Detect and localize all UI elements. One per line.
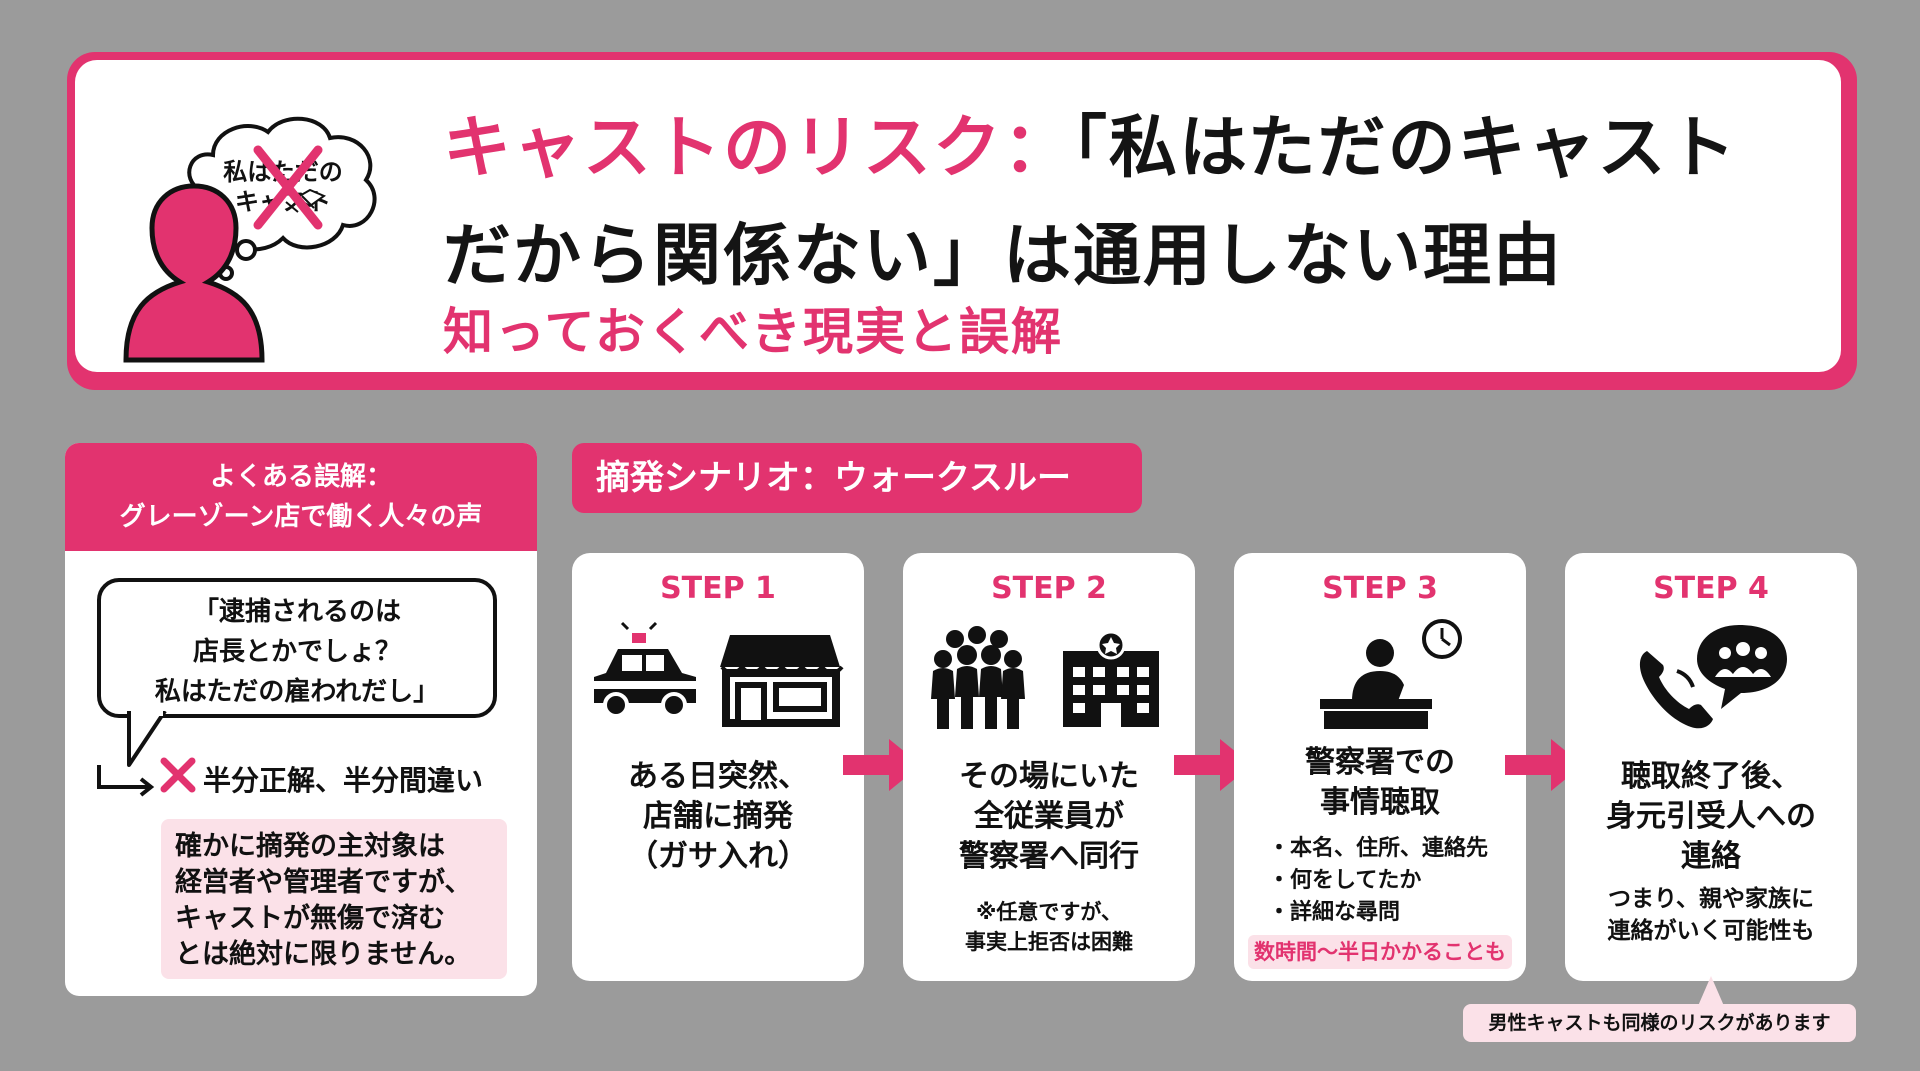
interrogation-desk-icon bbox=[1320, 639, 1432, 729]
explanation-line-2: 経営者や管理者ですが、 bbox=[175, 867, 472, 898]
main-title-line-1: キャストのリスク：「私はただのキャスト bbox=[443, 92, 1738, 191]
step-main-line-1: 警察署での bbox=[1305, 745, 1455, 780]
phone-icon bbox=[1639, 651, 1713, 729]
main-title-line-2: だから関係ない」は通用しない理由 bbox=[443, 217, 1564, 296]
step-note: つまり、親や家族に 連絡がいく可能性も bbox=[1565, 883, 1857, 947]
quote-line-1: 「逮捕されるのは bbox=[192, 597, 401, 627]
step-bullet: 詳細な尋問 bbox=[1268, 897, 1488, 929]
step-bullets: 本名、住所、連絡先 何をしてたか 詳細な尋問 bbox=[1268, 833, 1488, 929]
police-car-icon bbox=[594, 621, 696, 718]
quote-line-2: 店長とかでしょ？ bbox=[192, 637, 401, 667]
step-main-line-1: 聴取終了後、 bbox=[1621, 759, 1801, 794]
step-main-line-3: （ガサ入れ） bbox=[628, 839, 808, 874]
step-main-text: その場にいた 全従業員が 警察署へ同行 bbox=[903, 757, 1195, 877]
header-banner bbox=[67, 52, 1857, 390]
person-thinking-illustration: 私はただの キャスト bbox=[123, 116, 377, 363]
police-station-icon bbox=[1063, 630, 1159, 727]
step-note-line-1: ※任意ですが、 bbox=[976, 900, 1122, 924]
step-main-line-1: ある日突然、 bbox=[628, 759, 808, 794]
footnote: 男性キャストも同様のリスクがあります bbox=[1463, 1004, 1856, 1042]
step-bullet: 本名、住所、連絡先 bbox=[1268, 833, 1488, 865]
step-main-line-3: 警察署へ同行 bbox=[959, 839, 1139, 874]
main-title-accent: キャストのリスク： bbox=[443, 109, 1074, 188]
step-2-icons bbox=[931, 626, 1159, 729]
step-main-text: 聴取終了後、 身元引受人への 連絡 bbox=[1565, 757, 1857, 877]
step-label: STEP 1 bbox=[660, 571, 776, 606]
explanation-line-4: とは絶対に限りません。 bbox=[175, 939, 472, 970]
subtitle: 知っておくべき現実と誤解 bbox=[443, 303, 1063, 361]
cross-mark-icon bbox=[160, 757, 196, 793]
person-silhouette-icon bbox=[123, 183, 265, 363]
main-title-rest: 「私はただのキャスト bbox=[1073, 109, 1738, 188]
step-bullet: 何をしてたか bbox=[1268, 865, 1488, 897]
step-3-icons bbox=[1320, 619, 1462, 729]
arrow-right-icon bbox=[843, 739, 921, 791]
family-chat-icon bbox=[1697, 625, 1787, 709]
step-main-line-2: 事情聴取 bbox=[1320, 785, 1440, 820]
misconception-panel: よくある誤解： グレーゾーン店で働く人々の声 「逮捕されるのは 店長とかでしょ？… bbox=[65, 443, 537, 996]
step-note-line-1: つまり、親や家族に bbox=[1607, 886, 1815, 912]
group-people-icon bbox=[931, 626, 1025, 729]
cross-mark-icon bbox=[253, 145, 323, 230]
step-4-icons bbox=[1639, 625, 1787, 729]
verdict-text: 半分正解、半分間違い bbox=[203, 764, 484, 797]
step-card-2: STEP 2 その場にいた 全従業員が 警察署へ同行 ※任意ですが、 bbox=[903, 553, 1195, 981]
step-main-line-2: 店舗に摘発 bbox=[643, 799, 793, 834]
quote-bubble: 「逮捕されるのは 店長とかでしょ？ 私はただの雇われだし」 bbox=[97, 578, 497, 718]
explanation-line-3: キャストが無傷で済む bbox=[175, 903, 445, 934]
quote-line-3: 私はただの雇われだし」 bbox=[154, 677, 440, 707]
arrow-right-icon bbox=[1174, 739, 1252, 791]
step-card-4: STEP 4 聴取終了後、 身元引受人への 連絡 つまり、親や家族に 連絡がいく… bbox=[1565, 553, 1857, 981]
misconception-heading: よくある誤解： グレーゾーン店で働く人々の声 bbox=[65, 443, 537, 551]
bubble-tail-icon bbox=[127, 711, 167, 767]
step-note: ※任意ですが、 事実上拒否は困難 bbox=[903, 897, 1195, 957]
step-note-line-2: 連絡がいく可能性も bbox=[1607, 918, 1815, 944]
footnote-pointer-icon bbox=[1698, 976, 1724, 1006]
step-label: STEP 2 bbox=[991, 571, 1107, 606]
duration-badge: 数時間〜半日かかることも bbox=[1248, 935, 1512, 969]
step-main-line-3: 連絡 bbox=[1681, 839, 1741, 874]
step-label: STEP 3 bbox=[1322, 571, 1438, 606]
step-main-text: ある日突然、 店舗に摘発 （ガサ入れ） bbox=[572, 757, 864, 877]
return-arrow-icon bbox=[97, 765, 155, 797]
misconception-heading-line-1: よくある誤解： bbox=[209, 462, 392, 492]
step-main-line-2: 全従業員が bbox=[974, 799, 1124, 834]
step-main-line-1: その場にいた bbox=[959, 759, 1139, 794]
scenario-heading: 摘発シナリオ：ウォークスルー bbox=[572, 443, 1142, 513]
step-card-1: STEP 1 ある日突然、 店舗に摘発 （ガサ入れ） bbox=[572, 553, 864, 981]
step-note-line-2: 事実上拒否は困難 bbox=[965, 930, 1133, 954]
storefront-icon bbox=[720, 635, 844, 727]
misconception-heading-line-2: グレーゾーン店で働く人々の声 bbox=[119, 502, 483, 532]
arrow-right-icon bbox=[1505, 739, 1583, 791]
step-label: STEP 4 bbox=[1653, 571, 1769, 606]
step-main-text: 警察署での 事情聴取 bbox=[1234, 743, 1526, 823]
clock-icon bbox=[1422, 619, 1462, 659]
explanation-box: 確かに摘発の主対象は 経営者や管理者ですが、 キャストが無傷で済む とは絶対に限… bbox=[161, 819, 507, 979]
explanation-line-1: 確かに摘発の主対象は bbox=[175, 831, 445, 862]
step-main-line-2: 身元引受人への bbox=[1606, 799, 1816, 834]
step-1-icons bbox=[594, 621, 844, 727]
step-card-3: STEP 3 警察署での 事情聴取 本名、住所、連絡先 何をしてたか 詳細な尋問… bbox=[1234, 553, 1526, 981]
